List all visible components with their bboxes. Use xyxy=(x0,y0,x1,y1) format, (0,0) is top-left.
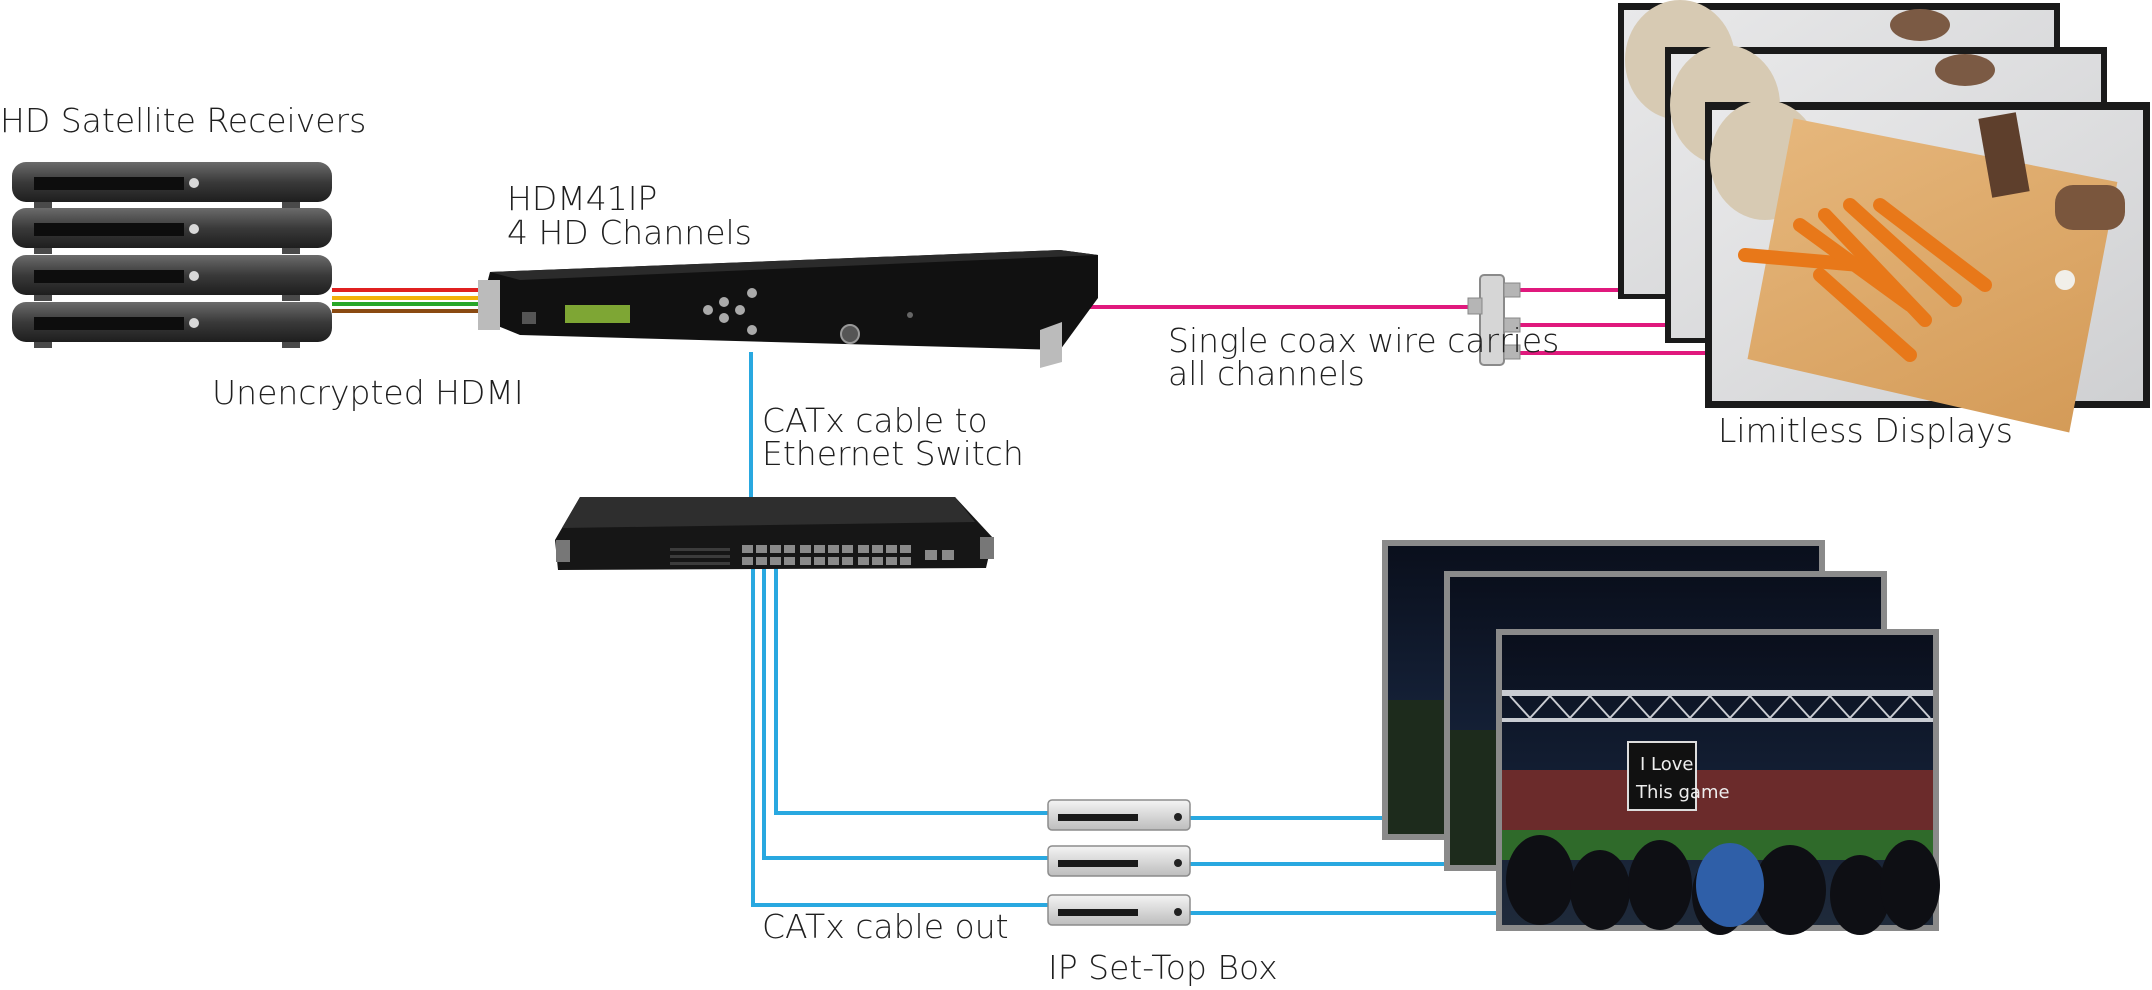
label-ip-set-top-box: IP Set-Top Box xyxy=(1048,948,1278,987)
svg-text:I Love: I Love xyxy=(1640,754,1693,775)
label-catx-switch-line2: Ethernet Switch xyxy=(762,434,1024,473)
catx-cables xyxy=(749,352,1498,915)
label-catx-switch-line1: CATx cable to xyxy=(762,401,988,440)
label-coax-line2: all channels xyxy=(1168,354,1365,393)
satellite-receiver-icon xyxy=(12,162,332,348)
label-limitless-displays: Limitless Displays xyxy=(1718,411,2013,450)
coax-splitter-icon xyxy=(1467,274,1521,366)
rack-encoder-icon xyxy=(478,250,1098,368)
set-top-box-icon xyxy=(1047,799,1191,926)
hdmi-cables xyxy=(332,288,480,313)
stadium-display-front: I Love This game xyxy=(1496,629,1940,935)
kitchen-display-front xyxy=(1705,100,2150,433)
coax-cables xyxy=(1085,288,1712,355)
label-catx-out: CATx cable out xyxy=(762,907,1009,946)
label-unencrypted-hdmi: Unencrypted HDMI xyxy=(212,373,524,412)
label-coax-line1: Single coax wire carries xyxy=(1168,321,1560,360)
label-satellite-receivers: HD Satellite Receivers xyxy=(0,101,367,140)
label-device-channels: 4 HD Channels xyxy=(507,213,752,252)
svg-text:This game: This game xyxy=(1635,782,1730,803)
ethernet-switch-icon xyxy=(555,497,994,570)
label-device-model: HDM41IP xyxy=(507,179,658,218)
